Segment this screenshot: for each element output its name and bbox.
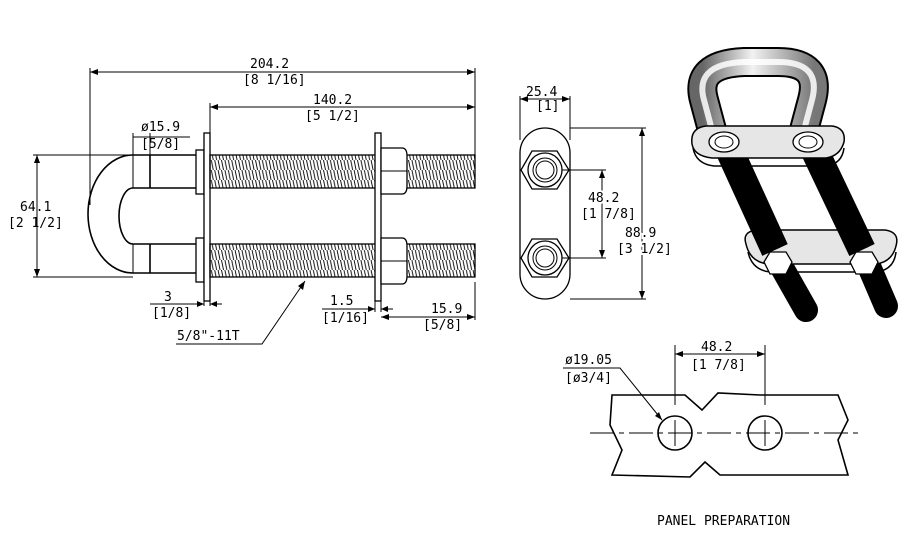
height-inch: [2 1/2]	[8, 216, 63, 231]
threaded-rod-bottom	[209, 243, 476, 278]
panel-hole-right	[747, 415, 783, 451]
overall-length-inch: [8 1/16]	[243, 73, 306, 88]
panel-center-label: 48.2	[701, 340, 732, 355]
front-dimensions: 204.2 [8 1/16] 140.2 [5 1/2] ø15.9 [5/8]…	[8, 57, 476, 345]
end-len-inch: [5/8]	[423, 318, 462, 333]
thread-length-label: 140.2	[313, 93, 352, 108]
thread-length-inch: [5 1/2]	[305, 109, 360, 124]
side-height-label: 88.9	[625, 226, 656, 241]
panel-caption: PANEL PREPARATION	[657, 514, 790, 529]
rod-dia-inch: [5/8]	[141, 137, 180, 152]
inner-nut-bottom	[195, 237, 205, 283]
overall-length-label: 204.2	[250, 57, 289, 72]
panel-hole-left	[657, 415, 693, 451]
plate-thk-inch: [1/8]	[152, 306, 191, 321]
u-bend-outer	[87, 154, 134, 274]
side-center-label: 48.2	[588, 191, 619, 206]
side-width-label: 25.4	[526, 85, 557, 100]
panel-hole-dia-inch: [ø3/4]	[565, 371, 612, 386]
side-dimensions: 25.4 [1] 48.2 [1 7/8] 88.9 [3 1/2]	[519, 85, 674, 300]
threaded-rod-top	[209, 154, 476, 189]
plate-thk-label: 3	[164, 290, 172, 305]
panel-hole-dia-label: ø19.05	[565, 353, 612, 368]
washer-thk-label: 1.5	[330, 294, 353, 309]
panel-outline	[609, 392, 850, 478]
front-view	[87, 132, 476, 302]
base-plate	[203, 132, 211, 302]
thread-spec-label: 5/8"-11T	[177, 329, 240, 344]
rod-dia-label: ø15.9	[141, 120, 180, 135]
end-len-label: 15.9	[431, 302, 462, 317]
inner-nut-top	[195, 149, 205, 195]
isometric-view	[687, 47, 898, 322]
height-label: 64.1	[20, 200, 51, 215]
u-bend-inner	[118, 187, 134, 245]
washer-thk-inch: [1/16]	[322, 311, 369, 326]
side-height-inch: [3 1/2]	[617, 242, 672, 257]
side-view	[519, 127, 571, 300]
side-width-inch: [1]	[536, 99, 559, 114]
panel-washer	[374, 132, 382, 302]
panel-preparation: ø19.05 [ø3/4] 48.2 [1 7/8] PANEL PREPARA…	[563, 340, 862, 529]
panel-center-inch: [1 7/8]	[691, 358, 746, 373]
side-center-inch: [1 7/8]	[581, 207, 636, 222]
